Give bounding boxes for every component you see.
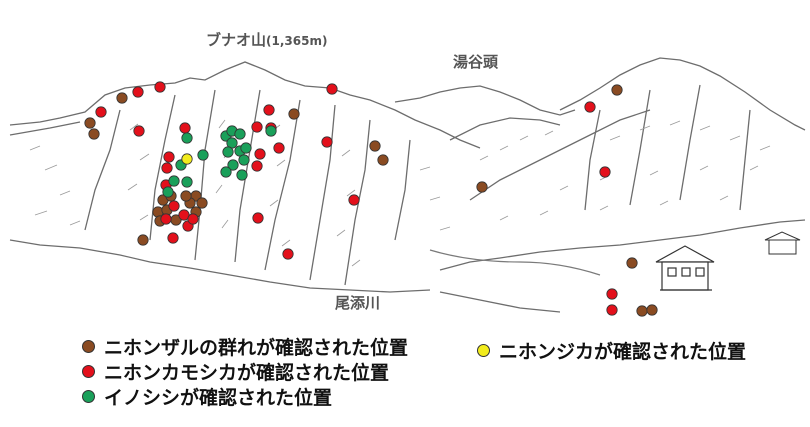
legend-monkey: ニホンザルの群れが確認された位置 [82,333,408,360]
serow-sighting-marker [95,106,107,118]
monkey-sighting-marker [116,92,128,104]
monkey-sighting-marker [626,257,638,269]
small-house-icon [764,231,801,255]
monkey-marker-icon [82,340,95,353]
serow-marker-icon [82,365,95,378]
boar-sighting-marker [222,146,234,158]
monkey-sighting-marker [84,117,96,129]
legend-serow-text: ニホンカモシカが確認された位置 [104,362,390,384]
deer-sighting-marker [181,153,193,165]
monkey-sighting-marker [636,305,648,317]
serow-sighting-marker [584,101,596,113]
serow-sighting-marker [252,212,264,224]
serow-sighting-marker [167,232,179,244]
boar-sighting-marker [240,142,252,154]
monkey-sighting-marker [646,304,658,316]
boar-sighting-marker [197,149,209,161]
serow-sighting-marker [321,136,333,148]
serow-sighting-marker [348,194,360,206]
monkey-sighting-marker [369,140,381,152]
boar-sighting-marker [236,169,248,181]
legend-boar-text: イノシシが確認された位置 [104,387,333,409]
serow-sighting-marker [273,142,285,154]
boar-marker-icon [82,390,95,403]
boar-sighting-marker [168,175,180,187]
serow-sighting-marker [187,213,199,225]
river-name-label: 尾添川 [335,294,381,312]
serow-sighting-marker [168,200,180,212]
serow-sighting-marker [251,160,263,172]
deer-marker-icon [477,344,490,357]
boar-sighting-marker [162,186,174,198]
monkey-sighting-marker [88,128,100,140]
boar-sighting-marker [227,159,239,171]
serow-sighting-marker [606,304,618,316]
serow-sighting-marker [133,125,145,137]
mountain-ridges [9,57,806,313]
legend-monkey-text: ニホンザルの群れが確認された位置 [104,337,409,359]
monkey-sighting-marker [288,108,300,120]
house-icon [655,245,715,291]
monkey-sighting-marker [476,181,488,193]
river-line [429,249,601,276]
monkey-sighting-marker [377,154,389,166]
mountain-right-label: 湯谷頭 [453,53,499,71]
legend-deer: ニホンジカが確認された位置 [477,337,746,364]
sighting-markers [84,81,658,317]
boar-sighting-marker [181,176,193,188]
boar-sighting-marker [234,128,246,140]
monkey-sighting-marker [180,190,192,202]
mountain-name-label: ブナオ山(1,365m) [206,29,327,50]
legend-serow: ニホンカモシカが確認された位置 [82,358,389,385]
serow-sighting-marker [326,83,338,95]
serow-sighting-marker [132,86,144,98]
legend-boar: イノシシが確認された位置 [82,383,332,410]
mountain-name-text: ブナオ山 [206,31,267,49]
monkey-sighting-marker [611,84,623,96]
monkey-sighting-marker [196,197,208,209]
legend-deer-text: ニホンジカが確認された位置 [499,341,747,363]
mountain-elevation-text: (1,365m) [266,34,328,48]
serow-sighting-marker [606,288,618,300]
boar-sighting-marker [181,132,193,144]
serow-sighting-marker [161,162,173,174]
serow-sighting-marker [163,151,175,163]
boar-sighting-marker [265,125,277,137]
serow-sighting-marker [154,81,166,93]
serow-sighting-marker [179,122,191,134]
serow-sighting-marker [599,166,611,178]
boar-sighting-marker [238,154,250,166]
serow-sighting-marker [254,148,266,160]
serow-sighting-marker [282,248,294,260]
monkey-sighting-marker [137,234,149,246]
serow-sighting-marker [160,213,172,225]
serow-sighting-marker [251,121,263,133]
boar-sighting-marker [220,166,232,178]
serow-sighting-marker [263,104,275,116]
